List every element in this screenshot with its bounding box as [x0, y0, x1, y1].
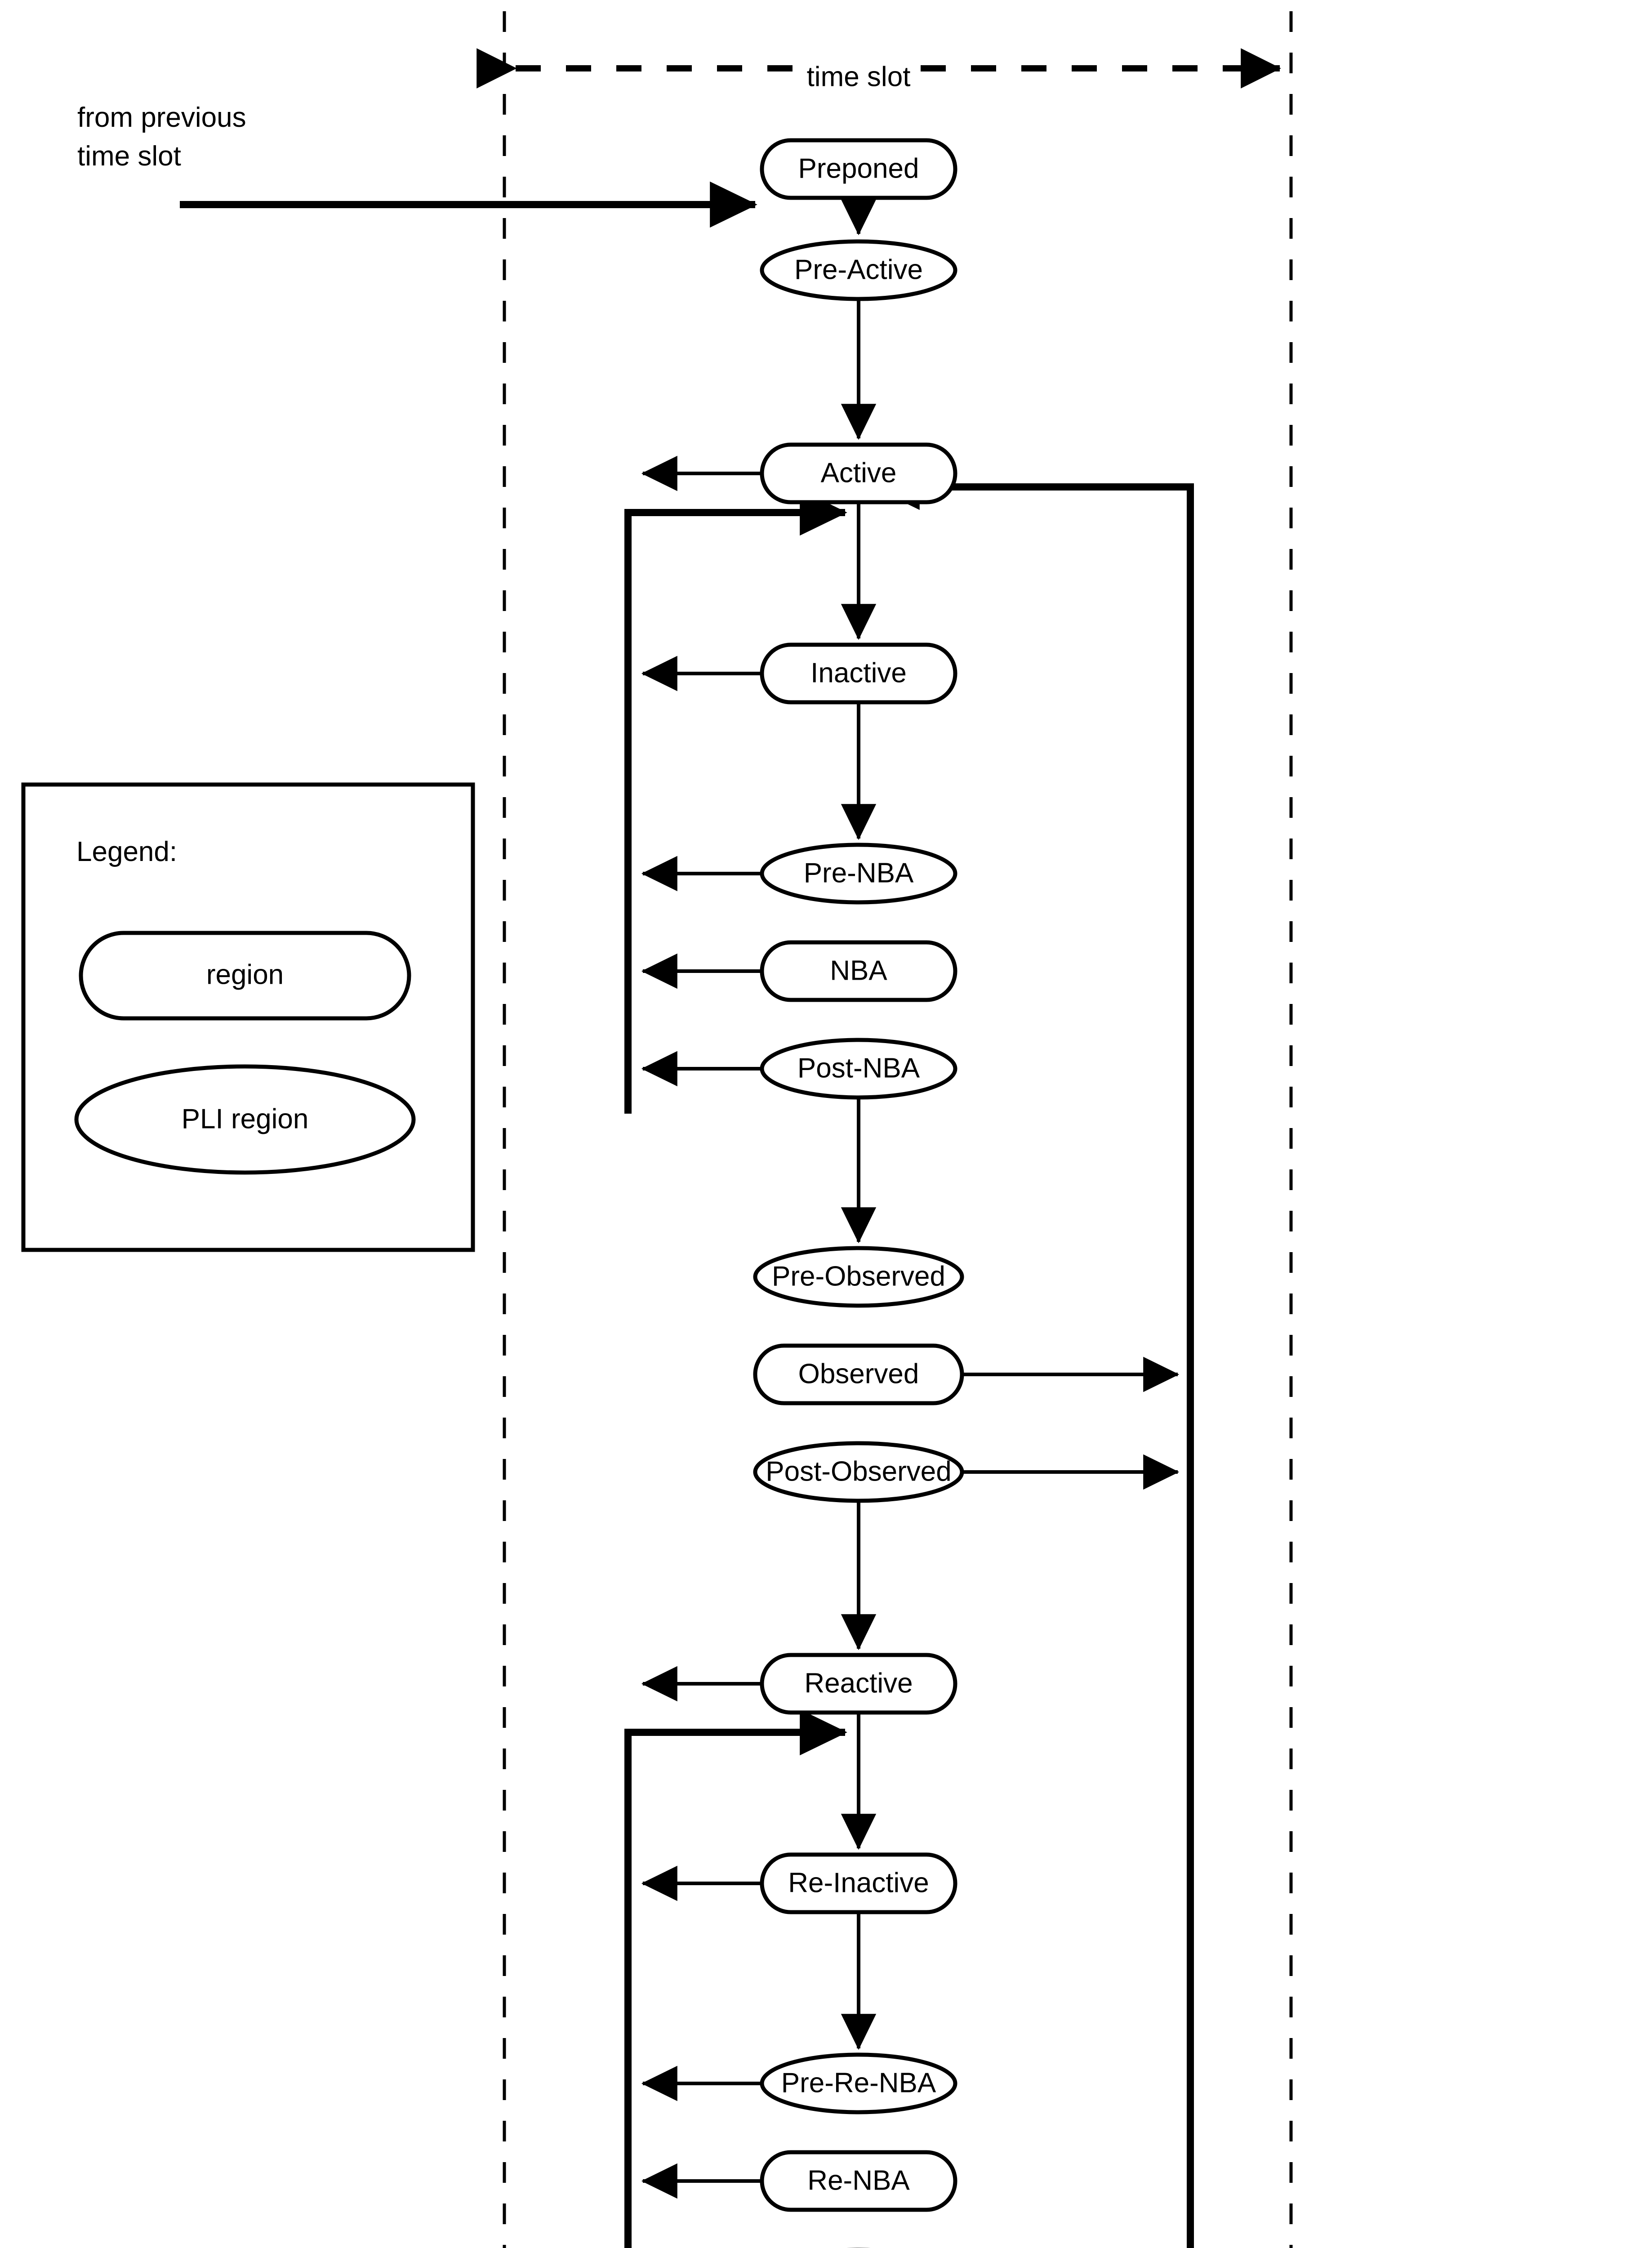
node-post-observed-label: Post-Observed	[766, 1456, 952, 1487]
node-inactive-label: Inactive	[810, 657, 907, 688]
node-re-nba-label: Re-NBA	[807, 2165, 910, 2196]
node-nba-label: NBA	[830, 955, 887, 986]
time-slot-label: time slot	[807, 61, 911, 92]
node-inactive[interactable]: Inactive	[760, 642, 957, 705]
node-preponed[interactable]: Preponed	[760, 138, 957, 200]
node-active-label: Active	[821, 457, 897, 488]
legend-region-shape	[79, 931, 411, 1021]
node-pre-active-shape	[760, 239, 957, 301]
node-pre-observed[interactable]: Pre-Observed	[753, 1246, 964, 1308]
legend: Legend: region PLI region	[21, 782, 475, 1252]
loop1-return-trunk	[624, 489, 847, 1114]
node-active[interactable]: Active	[760, 442, 957, 504]
legend-title: Legend:	[76, 836, 177, 867]
node-re-inactive-shape	[760, 1852, 957, 1914]
node-preponed-shape	[760, 138, 957, 200]
node-reactive-label: Reactive	[804, 1668, 913, 1699]
node-pre-observed-shape	[753, 1246, 964, 1308]
node-post-nba[interactable]: Post-NBA	[760, 1038, 957, 1100]
node-observed[interactable]: Observed	[753, 1343, 964, 1405]
node-inactive-shape	[760, 642, 957, 705]
node-pre-nba-shape	[760, 843, 957, 905]
node-observed-label: Observed	[798, 1358, 919, 1389]
node-post-observed-shape	[753, 1441, 964, 1503]
entry-label-line2: time slot	[77, 141, 181, 172]
node-nba[interactable]: NBA	[760, 940, 957, 1002]
legend-pli-region-label: PLI region	[182, 1103, 309, 1134]
node-preponed-label: Preponed	[798, 153, 919, 184]
outer-return-trunk	[872, 464, 1194, 2248]
node-nba-shape	[760, 940, 957, 1002]
node-post-observed[interactable]: Post-Observed	[753, 1441, 964, 1503]
legend-pli-region-shape	[74, 1064, 416, 1175]
node-pre-nba-label: Pre-NBA	[804, 857, 914, 888]
node-re-inactive[interactable]: Re-Inactive	[760, 1852, 957, 1914]
loop1-return-path	[624, 489, 847, 1114]
node-re-nba[interactable]: Re-NBA	[760, 2150, 957, 2212]
node-active-shape	[760, 442, 957, 504]
node-pre-observed-label: Pre-Observed	[772, 1261, 945, 1292]
loop2-return-trunk	[624, 1709, 847, 2248]
node-re-nba-shape	[760, 2150, 957, 2212]
node-pre-re-nba-shape	[760, 2052, 957, 2114]
legend-region-label: region	[206, 959, 284, 990]
node-re-inactive-label: Re-Inactive	[788, 1867, 929, 1898]
node-reactive[interactable]: Reactive	[760, 1653, 957, 1715]
loop2-return-path	[624, 1709, 847, 2248]
node-pre-active[interactable]: Pre-Active	[760, 239, 957, 301]
node-observed-shape	[753, 1343, 964, 1405]
node-pre-re-nba[interactable]: Pre-Re-NBA	[760, 2052, 957, 2114]
node-pre-re-nba-label: Pre-Re-NBA	[781, 2067, 936, 2098]
node-post-nba-shape	[760, 1038, 957, 1100]
entry-label-line1: from previous	[77, 102, 246, 133]
node-post-nba-label: Post-NBA	[797, 1053, 920, 1084]
node-reactive-shape	[760, 1653, 957, 1715]
outer-return-path	[872, 464, 1194, 2248]
node-pre-active-label: Pre-Active	[794, 254, 923, 285]
node-pre-nba[interactable]: Pre-NBA	[760, 843, 957, 905]
